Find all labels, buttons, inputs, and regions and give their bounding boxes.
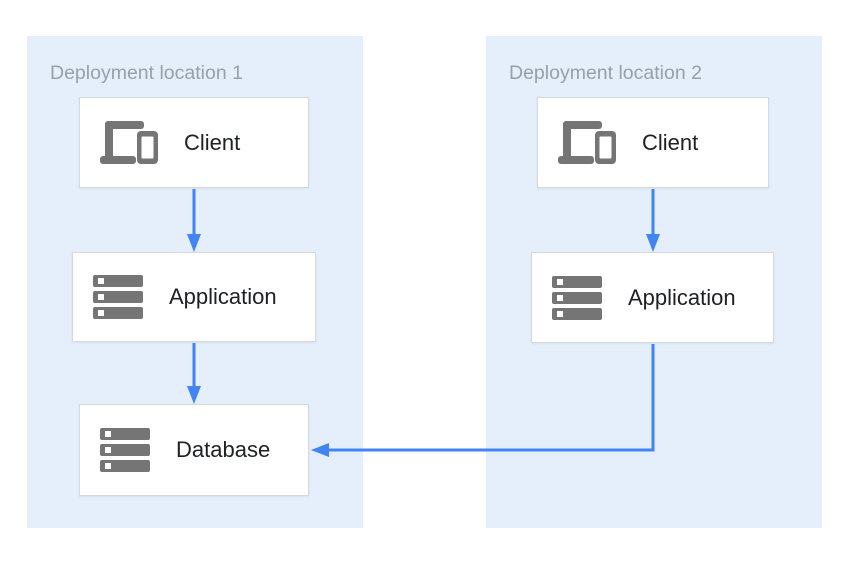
node-label: Application (628, 284, 736, 310)
node-label: Application (169, 284, 277, 309)
server-stack-icon (100, 428, 150, 472)
server-stack-icon (552, 275, 602, 320)
server-stack-icon (93, 275, 143, 319)
devices-icon (100, 121, 158, 164)
node-client-location1: Client (79, 97, 309, 188)
devices-icon (558, 121, 616, 164)
node-application-location1: Application (72, 252, 316, 342)
node-client-location2: Client (537, 97, 769, 188)
node-label: Database (176, 437, 271, 462)
deployment-location-2-label: Deployment location 2 (509, 62, 702, 84)
deployment-location-1-label: Deployment location 1 (50, 62, 243, 84)
node-label: Client (184, 129, 241, 155)
node-database-location1: Database (79, 404, 309, 496)
node-application-location2: Application (531, 252, 774, 343)
node-label: Client (642, 129, 699, 155)
